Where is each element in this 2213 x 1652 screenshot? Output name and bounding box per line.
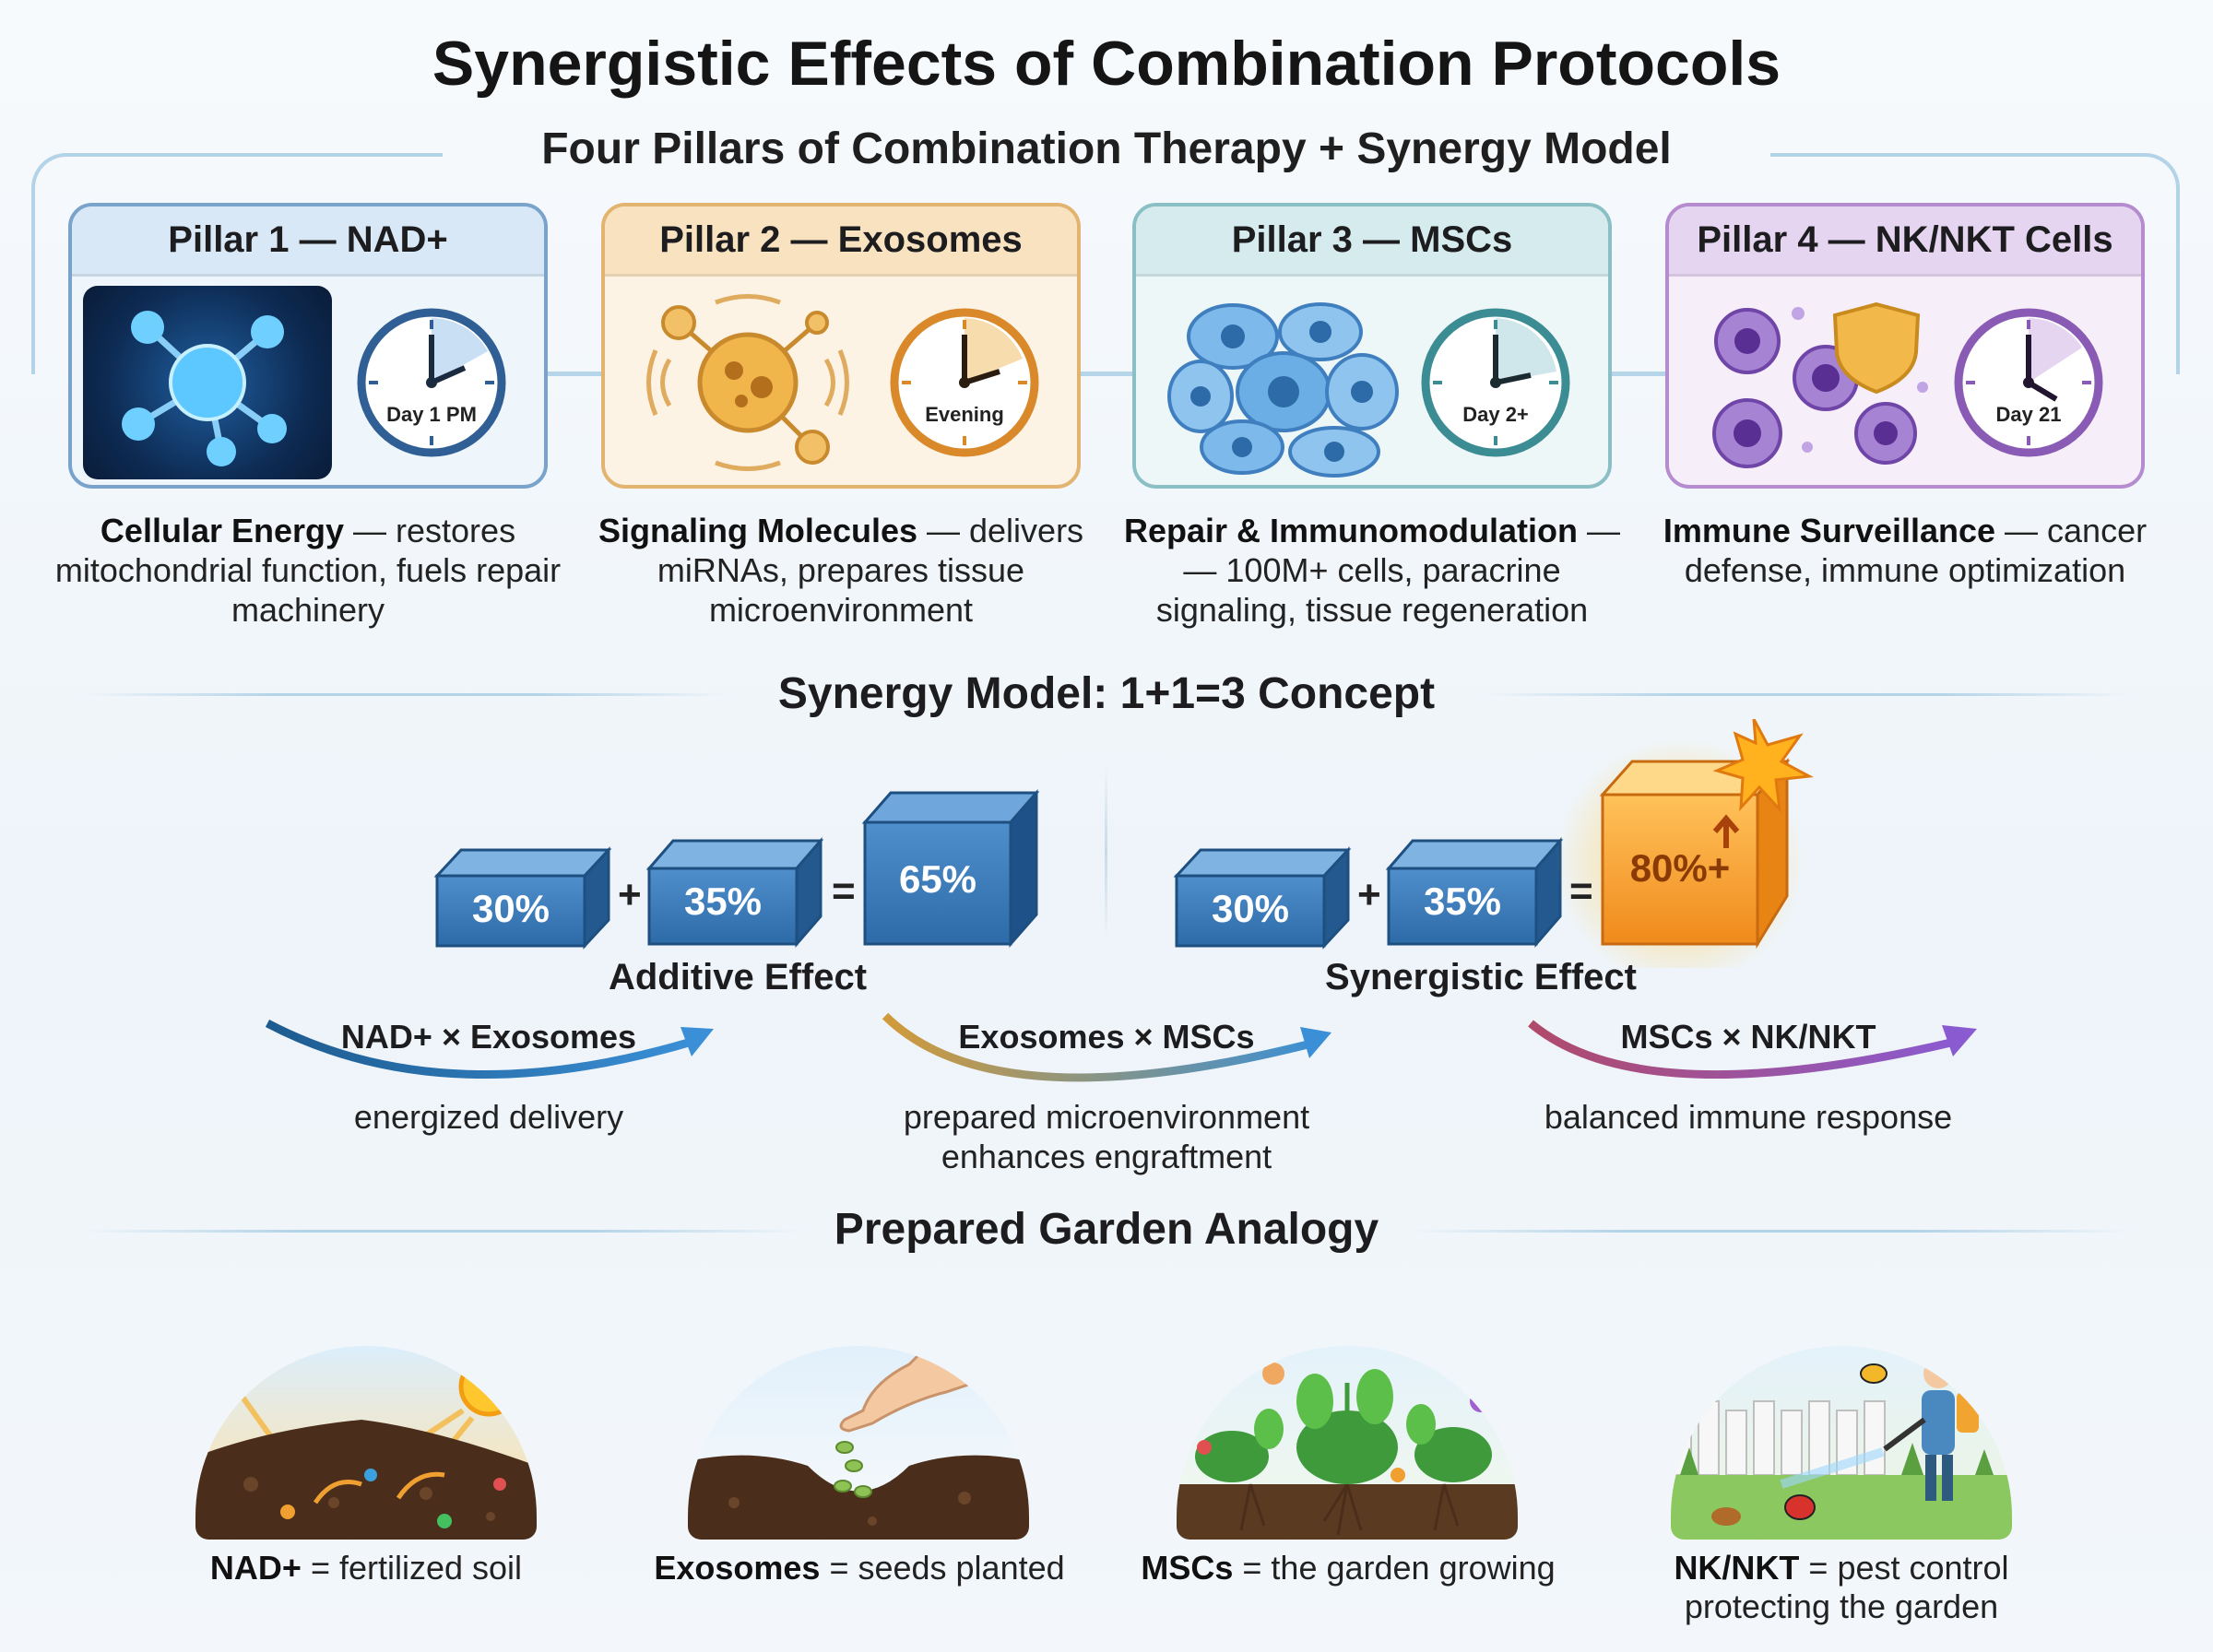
synergistic-cubes: [1173, 719, 1814, 968]
arrow-exosomes-mscs: [882, 1012, 1320, 1082]
cube-value: 35%: [1423, 879, 1502, 923]
clock-icon: Day 1 PM: [356, 307, 507, 458]
clock-time-label: Day 2+: [1462, 403, 1529, 426]
interaction-label: NAD+ × Exosomes: [340, 1018, 637, 1056]
fertilized-soil-icon: [195, 1346, 537, 1540]
pillar-card-nk-nkt: Pillar 4 — NK/NKT Cells Day 21: [1665, 203, 2145, 489]
clock-time-label: Day 1 PM: [386, 403, 477, 426]
additive-cubes: [433, 789, 1040, 950]
pillar-card-exosomes: Pillar 2 — Exosomes: [601, 203, 1081, 489]
page-subtitle: Four Pillars of Combination Therapy + Sy…: [541, 124, 1672, 173]
cube-30: [433, 846, 612, 950]
additive-effect-label: Additive Effect: [608, 957, 868, 997]
synergistic-effect-label: Synergistic Effect: [1325, 957, 1637, 997]
molecule-icon: [83, 286, 332, 479]
cube-35: [645, 836, 824, 949]
clock-icon: Evening: [889, 307, 1040, 458]
pillar-description: Repair & Immunomodulation — — 100M+ cell…: [1123, 512, 1621, 629]
clock-icon: Day 21: [1953, 307, 2104, 458]
page-title: Synergistic Effects of Combination Proto…: [432, 29, 1781, 99]
garden-growing-icon: [1177, 1346, 1518, 1540]
synergy-heading: Synergy Model: 1+1=3 Concept: [777, 669, 1436, 718]
immune-cells-icon: [1697, 286, 1936, 479]
pillar-connector: [548, 372, 603, 376]
garden-caption: MSCs = the garden growing: [1141, 1549, 1556, 1587]
garden-caption: NAD+ = fertilized soil: [209, 1549, 523, 1587]
pillar-heading: Pillar 4 — NK/NKT Cells: [1669, 206, 2141, 277]
interaction-effect: balanced immune response: [1544, 1098, 1953, 1136]
cube-value: 80%+: [1629, 846, 1731, 890]
pillar-card-nad: Pillar 1 — NAD+: [68, 203, 548, 489]
equals-sign: =: [1569, 868, 1593, 914]
garden-caption: NK/NKT = pest control protecting the gar…: [1674, 1549, 2009, 1625]
burst-icon: [1712, 719, 1814, 814]
pillar-heading: Pillar 1 — NAD+: [72, 206, 544, 277]
divider: [1105, 765, 1107, 940]
cube-value: 30%: [471, 887, 550, 930]
interaction-effect: prepared microenvironment enhances engra…: [903, 1098, 1310, 1175]
interaction-effect: energized delivery: [353, 1098, 624, 1136]
plus-sign: +: [618, 872, 642, 917]
equals-sign: =: [832, 868, 856, 914]
cube-35: [1385, 836, 1564, 949]
clock-time-label: Evening: [925, 403, 1004, 426]
clock-icon: Day 2+: [1420, 307, 1571, 458]
seeds-planted-icon: [688, 1346, 1029, 1540]
cube-value: 65%: [898, 857, 977, 901]
garden-caption: Exosomes = seeds planted: [654, 1549, 1065, 1587]
pillar-connector: [1610, 372, 1665, 376]
cube-value: 30%: [1211, 887, 1290, 930]
interaction-arrows: [265, 1012, 1977, 1082]
pillar-description: Cellular Energy — restores mitochondrial…: [54, 512, 562, 629]
arrow-nad-exosomes: [265, 1020, 693, 1080]
clock-time-label: Day 21: [1995, 403, 2062, 426]
pillar-connector: [1079, 372, 1134, 376]
pillar-description: Signaling Molecules — delivers miRNAs, p…: [598, 512, 1084, 629]
garden-heading: Prepared Garden Analogy: [834, 1205, 1379, 1254]
pillar-heading: Pillar 3 — MSCs: [1136, 206, 1608, 277]
interaction-label: MSCs × NK/NKT: [1620, 1018, 1876, 1056]
cells-icon: [1164, 286, 1403, 479]
pest-control-icon: [1671, 1346, 2012, 1540]
cube-30: [1173, 846, 1352, 950]
cube-65: [861, 789, 1040, 948]
plus-sign: +: [1357, 872, 1381, 917]
arrow-mscs-nk: [1528, 1020, 1957, 1080]
pillar-card-mscs: Pillar 3 — MSCs: [1132, 203, 1612, 489]
up-arrow-icon: [1712, 814, 1740, 848]
pillar-description: Immune Surveillance — cancer defense, im…: [1663, 512, 2148, 589]
pillar-heading: Pillar 2 — Exosomes: [605, 206, 1077, 277]
exosome-icon: [642, 286, 854, 479]
cube-value: 35%: [683, 879, 763, 923]
interaction-label: Exosomes × MSCs: [958, 1018, 1255, 1056]
